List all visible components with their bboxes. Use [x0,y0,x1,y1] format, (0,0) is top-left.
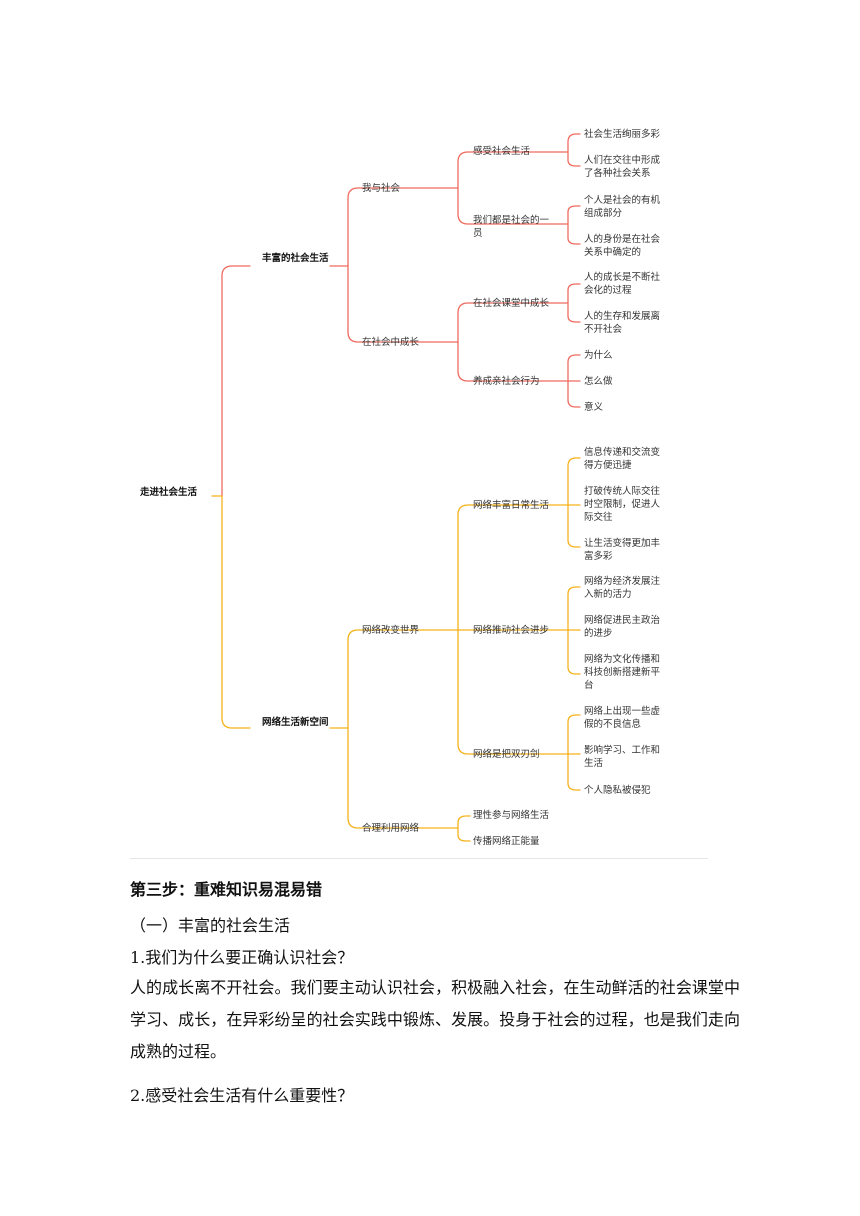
node-me-and-society: 我与社会 [362,183,401,194]
connector-b2s1c-leaves [543,714,581,791]
connector-b1s1a-leaves [539,133,581,167]
node-network-enriches-life: 网络丰富日常生活 [473,500,550,511]
mind-map-connectors [211,133,581,842]
leaf: 传播网络正能量 [473,836,540,847]
connector-root-upper [221,265,251,497]
leaf: 个人是社会的有机组成部分 [584,195,661,219]
connector-b2-sub2 [347,727,425,829]
leaf: 社会生活绚丽多彩 [584,129,661,140]
node-network-changes-world: 网络改变世界 [362,625,420,636]
connector-b2s2-leaves [457,815,471,842]
leaf: 网络促进民主政治的进步 [584,615,661,639]
node-grow-in-social-classroom: 在社会课堂中成长 [473,298,550,309]
leaf: 信息传递和交流变得方便迅捷 [584,447,661,471]
connector-b2s1-a [457,504,555,631]
node-grow-in-society: 在社会中成长 [362,337,420,348]
leaf: 让生活变得更加丰富多彩 [584,538,661,562]
leaf: 理性参与网络生活 [473,810,550,821]
branch-rich-social-life: 丰富的社会生活 [262,253,329,264]
node-double-edged-sword: 网络是把双刃剑 [473,749,540,760]
leaf: 人的身份是在社会关系中确定的 [584,234,661,258]
connector-b2s1b-leaves [553,586,581,675]
connector-b2-sub1 [347,629,425,729]
connector-b1s2-b [457,341,543,382]
leaf: 人的成长是不断社会化的过程 [584,272,661,296]
leaf: 打破传统人际交往时空限制，促进人际交往 [584,486,661,523]
leaf: 网络上出现一些虚假的不良信息 [584,706,661,730]
branch-network-life: 网络生活新空间 [262,717,329,728]
leaf: 网络为文化传播和科技创新搭建新平台 [584,654,661,691]
connector-b1s1-a [457,151,541,189]
node-members-of-society: 我们都是社会的一员 [473,215,550,239]
leaf: 为什么 [584,350,613,361]
answer-1: 人的成长离不开社会。我们要主动认识社会，积极融入社会，在生动鲜活的社会课堂中学习… [130,978,740,1061]
leaf: 个人隐私被侵犯 [584,785,651,796]
connector-root-lower [221,495,251,729]
divider [130,858,708,859]
leaf: 怎么做 [584,376,613,387]
section-heading: （一）丰富的社会生活 [130,916,291,935]
connector-b1s1-b [457,187,555,225]
node-prosocial-behavior: 养成亲社会行为 [473,376,540,387]
question-2: 2.感受社会生活有什么重要性？ [130,1086,354,1105]
node-feel-social-life: 感受社会生活 [473,146,531,157]
node-use-network-reasonably: 合理利用网络 [362,823,420,834]
connector-b1-sub2 [347,265,425,343]
leaf: 影响学习、工作和生活 [584,745,661,769]
leaf: 意义 [584,402,604,413]
mind-map-root: 走进社会生活 [140,487,198,498]
connector-b1s2-a [457,302,555,343]
connector-b1s2b-leaves [541,354,581,408]
node-network-promotes-progress: 网络推动社会进步 [473,625,550,636]
connector-b1s1b-leaves [553,205,581,245]
leaf: 人们在交往中形成了各种社会关系 [584,155,661,179]
step-heading: 第三步：重难知识易混易错 [130,880,323,899]
leaf: 网络为经济发展注入新的活力 [584,576,661,600]
connector-b2s1-c [457,629,545,755]
leaf: 人的生存和发展离不开社会 [584,311,661,335]
connector-b1s2a-leaves [553,283,581,323]
connector-b2s1a-leaves [553,457,581,548]
connector-b1-sub1 [347,187,405,267]
question-1: 1.我们为什么要正确认识社会？ [130,948,354,967]
